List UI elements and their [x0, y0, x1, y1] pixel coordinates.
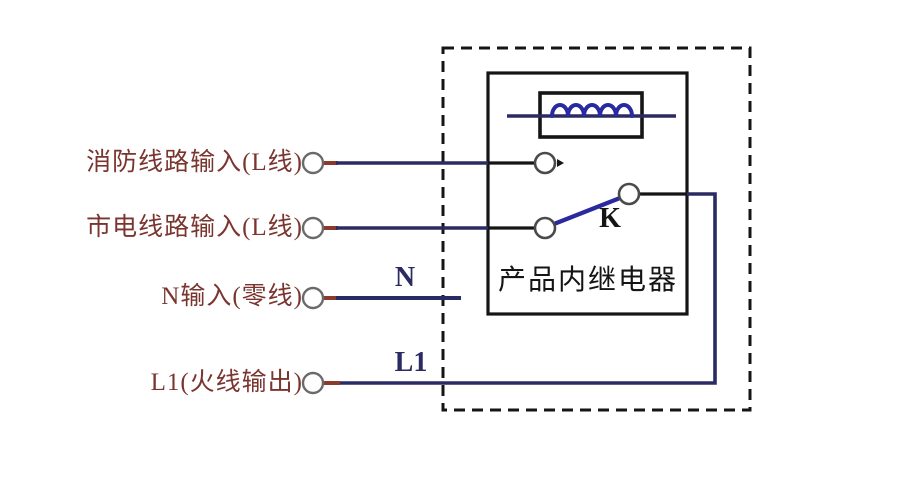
terminal-live-circle — [301, 371, 325, 395]
label-live-output: L1(火线输出) — [150, 369, 303, 396]
label-mains-input: 市电线路输入(L线) — [86, 214, 303, 241]
label-relay-box: 产品内继电器 — [497, 265, 678, 296]
switch-blade — [553, 196, 621, 226]
live-output-wire — [338, 192, 717, 385]
label-switch-k: K — [599, 203, 621, 234]
contact-fire-circle — [533, 151, 557, 175]
label-neutral-wire: N — [394, 262, 416, 293]
contact-common-circle — [617, 182, 641, 206]
label-fire-input: 消防线路输入(L线) — [86, 149, 303, 176]
label-neutral-input: N输入(零线) — [161, 283, 303, 310]
label-live-wire: L1 — [394, 347, 428, 378]
contact-mains-circle — [533, 216, 557, 240]
terminal-neutral-circle — [301, 286, 325, 310]
contact-arrow-icon — [557, 159, 564, 167]
relay-coil-icon — [550, 103, 634, 118]
terminal-mains-circle — [301, 216, 325, 240]
terminal-fire-circle — [301, 151, 325, 175]
